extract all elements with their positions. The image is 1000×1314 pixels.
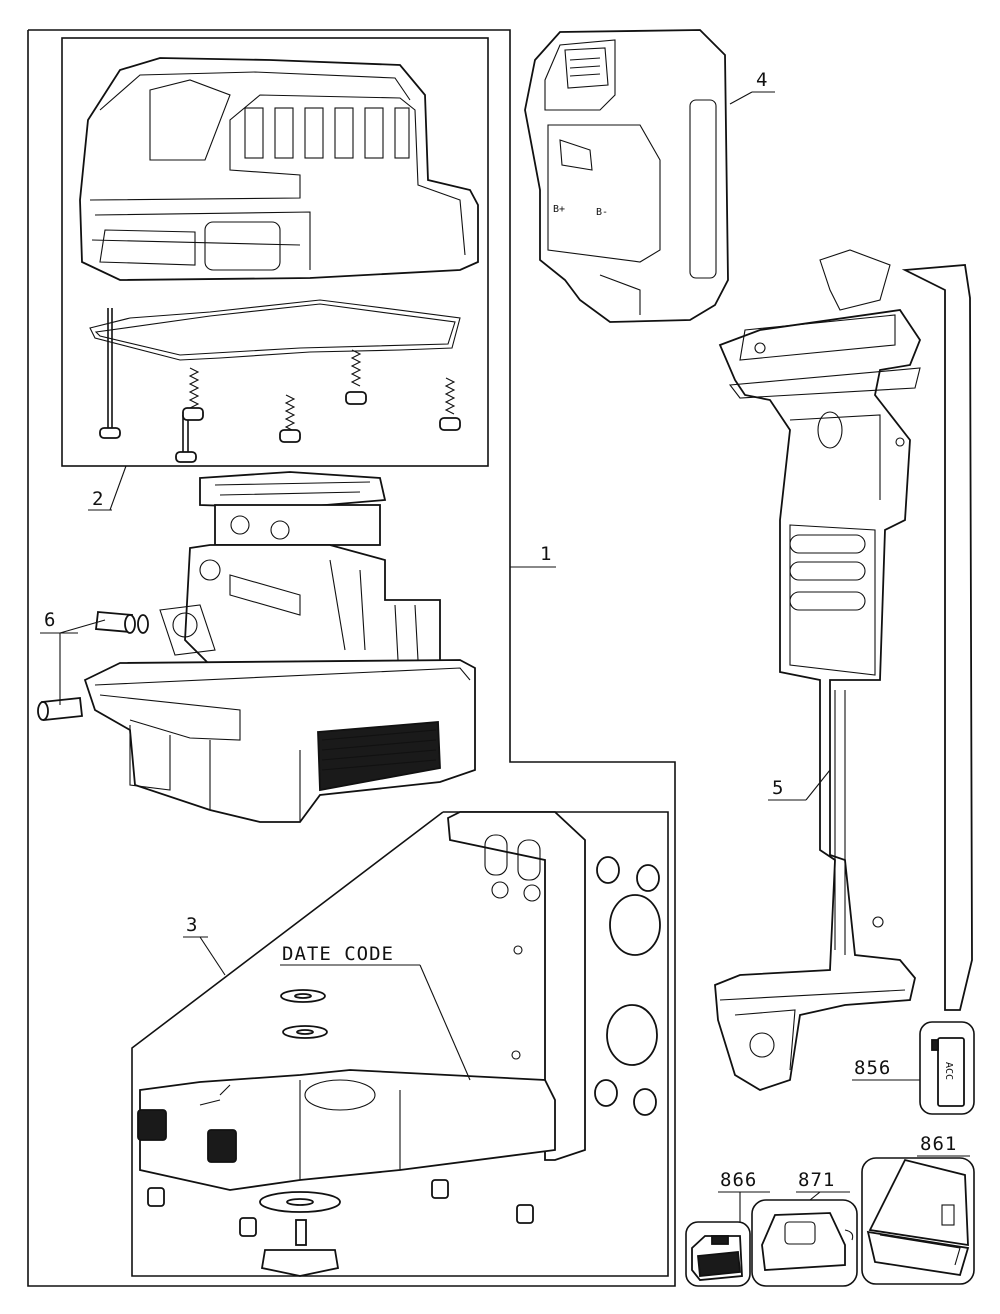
date-code-label: DATE CODE — [282, 943, 394, 965]
mounting-clamp-5 — [714, 249, 973, 1091]
screw-4 — [279, 394, 301, 443]
svg-text:B+: B+ — [553, 204, 565, 215]
screw-5 — [345, 349, 367, 405]
callout-5: 5 — [772, 777, 784, 799]
assembly-frame-1 — [27, 29, 676, 1287]
callout-3: 3 — [186, 914, 198, 936]
screw-1 — [99, 308, 121, 439]
laser-module — [83, 471, 476, 823]
screw-6 — [439, 377, 461, 431]
callout-866: 866 — [720, 1169, 757, 1191]
callout-6: 6 — [44, 609, 56, 631]
callout-871: 871 — [798, 1169, 835, 1191]
carrying-case-861 — [861, 1157, 975, 1285]
callout-856: 856 — [854, 1057, 891, 1079]
callout-861: 861 — [920, 1133, 957, 1155]
screw-3 — [182, 367, 204, 421]
charger-871 — [751, 1199, 858, 1287]
acc-label-text: ACC — [943, 1062, 954, 1080]
acc-label-856: ACC — [919, 1021, 975, 1115]
bracket-frame-3 — [131, 811, 669, 1277]
pins-6 — [37, 611, 149, 721]
callout-4: 4 — [756, 69, 768, 91]
callout-1: 1 — [540, 543, 552, 565]
callout-2: 2 — [92, 488, 104, 510]
battery-866 — [685, 1221, 751, 1287]
battery-pack-4: B+ B- — [524, 29, 729, 323]
cover-kit-frame-2 — [61, 37, 489, 467]
screw-2 — [175, 415, 197, 463]
svg-text:B-: B- — [596, 207, 608, 218]
